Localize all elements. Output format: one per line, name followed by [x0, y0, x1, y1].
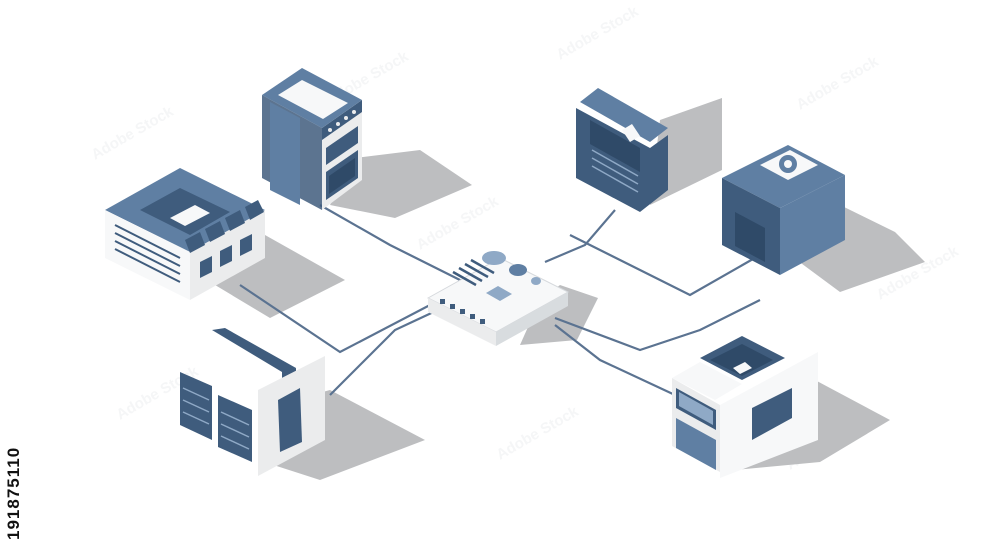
connection-line — [544, 209, 616, 264]
watermark: Adobe Stock — [494, 403, 582, 464]
connection-line — [554, 324, 676, 396]
printer-machine — [576, 88, 722, 212]
central-hub — [426, 251, 570, 346]
cooling-unit — [722, 145, 845, 275]
stock-id-label: 191875110 — [4, 446, 23, 540]
tower-building — [262, 68, 362, 210]
connection-line — [239, 284, 431, 354]
watermark: Adobe Stock — [554, 3, 642, 64]
connection-line — [554, 299, 761, 352]
warehouse-building — [180, 328, 325, 476]
watermark: Adobe Stock — [794, 53, 882, 114]
watermark: Adobe Stock — [89, 103, 177, 164]
office-building — [672, 336, 818, 478]
factory-building — [105, 168, 265, 300]
connection-line — [569, 234, 761, 297]
